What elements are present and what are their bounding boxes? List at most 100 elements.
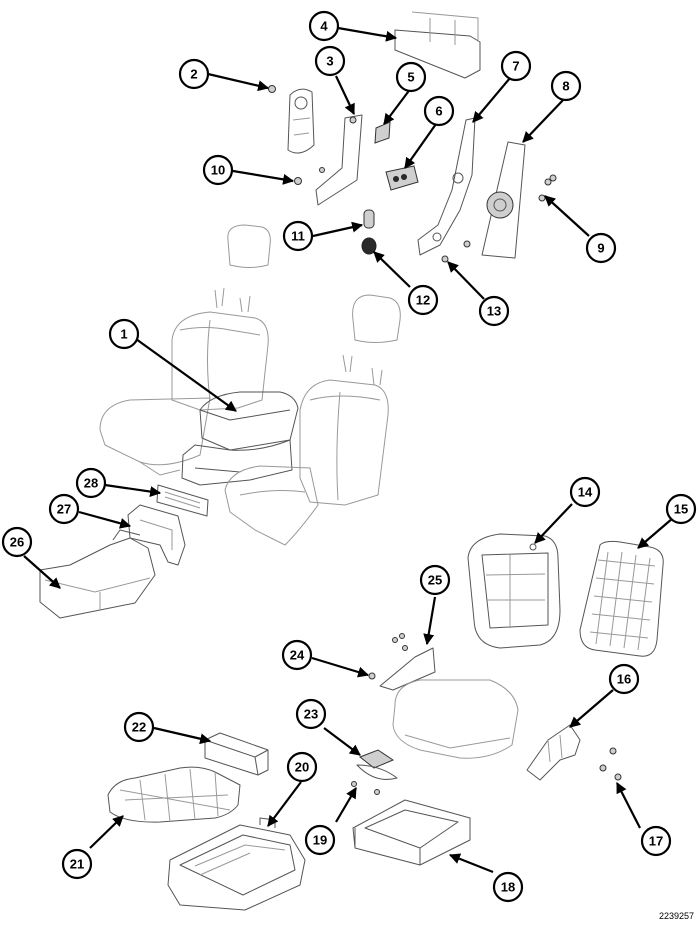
callout-6-label: 6	[435, 104, 442, 119]
callout-28: 28	[75, 467, 107, 499]
leader-14	[534, 503, 573, 544]
part-2-fastener	[268, 85, 276, 93]
leader-15	[637, 517, 674, 549]
callout-5-label: 5	[407, 70, 414, 85]
callout-8: 8	[550, 70, 582, 102]
leader-28	[104, 483, 162, 498]
callout-12: 12	[407, 284, 439, 316]
callout-1: 1	[108, 318, 140, 350]
callout-25-label: 25	[428, 573, 442, 588]
part-12-knob	[361, 237, 377, 255]
part-1-seat-assembly	[99, 224, 401, 546]
callout-26: 26	[1, 526, 33, 558]
part-22-pad	[204, 732, 269, 776]
left-hinge-bracket	[287, 88, 315, 154]
leader-1	[135, 338, 237, 412]
callout-23-label: 23	[304, 707, 318, 722]
callout-23: 23	[295, 698, 327, 730]
part-15-back-frame	[579, 540, 664, 657]
callout-10: 10	[202, 154, 234, 186]
part-18-tray	[352, 799, 471, 866]
callout-7-label: 7	[512, 59, 519, 74]
callout-26-label: 26	[10, 535, 24, 550]
callout-27-label: 27	[57, 502, 71, 517]
leader-12	[373, 251, 411, 288]
callout-28-label: 28	[84, 476, 98, 491]
part-5-cover	[374, 121, 391, 144]
part-6-switch	[385, 165, 419, 191]
leader-21	[89, 815, 124, 849]
callout-24-label: 24	[290, 648, 305, 663]
part-11-cylinder	[363, 209, 375, 229]
callout-20-label: 20	[295, 760, 309, 775]
part-24-fastener	[368, 672, 376, 680]
callout-25: 25	[419, 564, 451, 596]
callout-12-label: 12	[416, 293, 430, 308]
part-28-bezel	[156, 484, 209, 517]
part-16-bracket	[526, 724, 581, 781]
callout-14: 14	[569, 476, 601, 508]
leader-26	[23, 555, 61, 589]
leader-2	[207, 72, 270, 92]
callout-8-label: 8	[562, 79, 569, 94]
leader-18	[448, 853, 494, 874]
callout-19: 19	[304, 824, 336, 856]
callout-2-label: 2	[190, 67, 197, 82]
leader-7	[472, 77, 511, 123]
callout-16-label: 16	[617, 672, 631, 687]
leader-17	[616, 782, 641, 829]
callout-20: 20	[286, 751, 318, 783]
part-21-cushion	[107, 766, 241, 823]
callout-7: 7	[500, 50, 532, 82]
leader-22	[153, 726, 212, 745]
callout-18: 18	[492, 871, 524, 903]
leader-19	[335, 787, 357, 823]
part-9-fasteners	[538, 174, 557, 202]
callout-1-label: 1	[120, 327, 127, 342]
callout-13: 13	[478, 295, 510, 327]
callout-21: 21	[61, 848, 93, 880]
callout-22: 22	[123, 711, 155, 743]
callout-15-label: 15	[674, 502, 688, 517]
leader-13	[447, 261, 485, 300]
callout-14-label: 14	[578, 485, 593, 500]
leader-8	[522, 97, 566, 143]
callout-17: 17	[640, 825, 672, 857]
callout-2: 2	[178, 58, 210, 90]
callout-3: 3	[314, 45, 346, 77]
leader-11	[312, 221, 364, 238]
leader-24	[311, 656, 370, 678]
leader-25	[423, 596, 437, 646]
leader-23	[323, 727, 361, 756]
callout-17-label: 17	[649, 834, 663, 849]
callout-13-label: 13	[487, 304, 501, 319]
callout-11-label: 11	[291, 229, 305, 244]
leader-27	[78, 510, 132, 529]
leader-9	[544, 195, 590, 237]
figure-id: 2239257	[658, 911, 694, 921]
callout-21-label: 21	[70, 857, 84, 872]
callout-10-label: 10	[211, 163, 225, 178]
leader-lines	[23, 26, 674, 874]
part-27-bin	[127, 504, 186, 566]
callout-15: 15	[665, 493, 697, 525]
part-13-fasteners	[441, 240, 471, 263]
callout-4: 4	[308, 10, 340, 42]
callout-4-label: 4	[320, 19, 328, 34]
part-19-fasteners	[351, 781, 380, 795]
part-8-recliner	[481, 141, 526, 259]
part-10-fastener	[294, 167, 325, 185]
part-23-latch	[356, 749, 398, 780]
callout-9-label: 9	[597, 241, 604, 256]
leader-5	[383, 87, 412, 125]
callout-11: 11	[282, 220, 314, 252]
part-17-fasteners	[599, 747, 622, 781]
leader-16	[569, 689, 614, 728]
part-14-back-shell	[467, 533, 561, 649]
callout-5: 5	[395, 61, 427, 93]
part-26-base	[39, 529, 156, 619]
callout-9: 9	[585, 232, 617, 264]
leader-10	[232, 169, 295, 185]
part-3-trim	[315, 114, 363, 206]
